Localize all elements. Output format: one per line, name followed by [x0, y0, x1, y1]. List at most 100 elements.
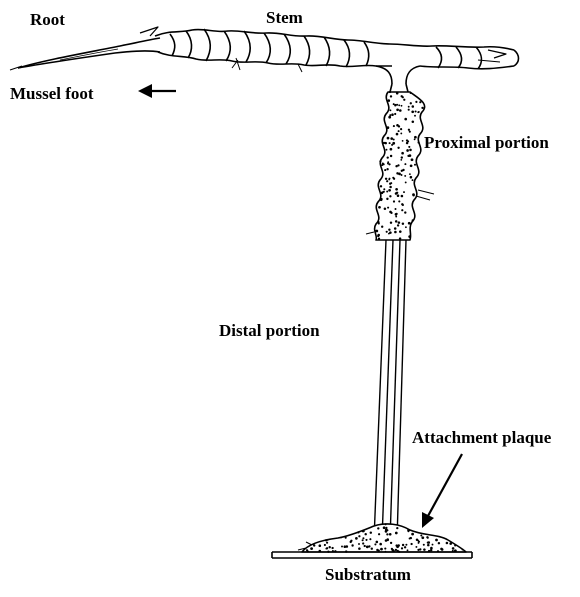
- stipple-dot: [402, 204, 404, 206]
- mussel-foot-label: Mussel foot: [10, 84, 94, 104]
- stipple-dot: [355, 537, 358, 540]
- stipple-dot: [375, 230, 378, 233]
- mussel-foot-arrow: [138, 84, 176, 98]
- stipple-dot: [393, 139, 395, 141]
- attachment-plaque-label: Attachment plaque: [412, 428, 551, 448]
- stipple-dot: [345, 537, 347, 539]
- stipple-dot: [366, 546, 369, 549]
- stipple-dot: [418, 111, 420, 113]
- stipple-dot: [401, 209, 403, 211]
- stipple-dot: [386, 231, 388, 233]
- stipple-dot: [427, 541, 429, 543]
- stipple-dot: [421, 536, 424, 539]
- stipple-dot: [399, 230, 402, 233]
- stipple-dot: [396, 124, 399, 127]
- stipple-dot: [393, 200, 395, 202]
- stipple-dot: [412, 219, 414, 221]
- stipple-dot: [441, 548, 444, 551]
- attachment-plaque-structure: [298, 523, 466, 553]
- stipple-dot: [416, 538, 419, 541]
- stipple-dot: [378, 206, 381, 209]
- stipple-dot: [389, 195, 391, 197]
- stipple-dot: [404, 163, 406, 165]
- attachment-plaque-arrow: [422, 454, 462, 528]
- stipple-dot: [393, 125, 395, 127]
- stipple-dot: [414, 115, 416, 117]
- stipple-dot: [389, 142, 391, 144]
- stipple-dot: [389, 186, 392, 189]
- stipple-dot: [383, 188, 385, 190]
- stipple-dot: [402, 140, 404, 142]
- stipple-dot: [419, 101, 421, 103]
- stipple-dot: [398, 173, 401, 176]
- stipple-dot: [389, 211, 392, 214]
- stipple-dot: [390, 221, 392, 223]
- stipple-dot: [395, 208, 397, 210]
- stipple-dot: [412, 121, 415, 124]
- stipple-dot: [401, 170, 403, 172]
- stipple-dot: [397, 194, 400, 197]
- stipple-dot: [397, 224, 399, 226]
- stipple-dot: [421, 107, 423, 109]
- stipple-dot: [383, 526, 386, 529]
- stipple-dot: [420, 534, 422, 536]
- stipple-dot: [388, 116, 391, 119]
- stipple-dot: [410, 92, 412, 94]
- stipple-dot: [398, 104, 400, 106]
- stipple-dot: [387, 163, 389, 165]
- stipple-dot: [407, 549, 409, 551]
- stipple-dot: [435, 539, 438, 542]
- stipple-dot: [397, 147, 399, 149]
- stipple-dot: [351, 544, 353, 546]
- stipple-dot: [411, 158, 414, 161]
- stipple-dot: [363, 530, 365, 532]
- stipple-dot: [406, 142, 408, 144]
- stipple-dot: [408, 222, 411, 225]
- stipple-dot: [414, 164, 416, 166]
- stipple-dot: [452, 547, 455, 550]
- substratum-label: Substratum: [325, 565, 411, 585]
- stipple-dot: [410, 537, 412, 539]
- stipple-dot: [387, 156, 389, 158]
- stipple-dot: [377, 234, 380, 237]
- stipple-dot: [400, 132, 402, 134]
- stipple-dot: [402, 544, 404, 546]
- stipple-dot: [414, 138, 416, 140]
- stipple-dot: [394, 104, 396, 106]
- stipple-dot: [403, 99, 405, 101]
- stipple-dot: [392, 142, 395, 145]
- stipple-dot: [392, 177, 394, 179]
- stipple-dot: [362, 542, 364, 544]
- stipple-dot: [385, 539, 388, 542]
- stipple-dot: [380, 185, 382, 187]
- stipple-dot: [401, 156, 403, 158]
- stipple-dot: [409, 154, 412, 157]
- stipple-dot: [462, 549, 464, 551]
- stipple-dot: [396, 133, 399, 136]
- stipple-dot: [386, 149, 388, 151]
- stipple-dot: [391, 113, 394, 116]
- stipple-dot: [386, 191, 388, 193]
- stem-label: Stem: [266, 8, 303, 28]
- stipple-dot: [410, 176, 413, 179]
- stipple-dot: [365, 539, 367, 541]
- stipple-dot: [390, 95, 392, 97]
- stipple-dot: [388, 179, 390, 181]
- substratum-plate: [272, 552, 472, 558]
- stipple-dot: [389, 114, 391, 116]
- stipple-dot: [395, 192, 398, 195]
- stipple-dot: [383, 163, 385, 165]
- stipple-dot: [406, 149, 409, 152]
- stipple-dot: [410, 543, 412, 545]
- stipple-dot: [384, 207, 387, 210]
- stipple-dot: [449, 542, 452, 545]
- stipple-dot: [402, 223, 404, 225]
- stipple-dot: [426, 536, 428, 538]
- stipple-dot: [390, 155, 392, 157]
- stipple-dot: [390, 148, 393, 151]
- stipple-dot: [384, 142, 387, 145]
- stipple-dot: [399, 109, 402, 112]
- distal-portion-label: Distal portion: [219, 321, 320, 341]
- stipple-dot: [362, 537, 364, 539]
- stipple-dot: [423, 544, 425, 546]
